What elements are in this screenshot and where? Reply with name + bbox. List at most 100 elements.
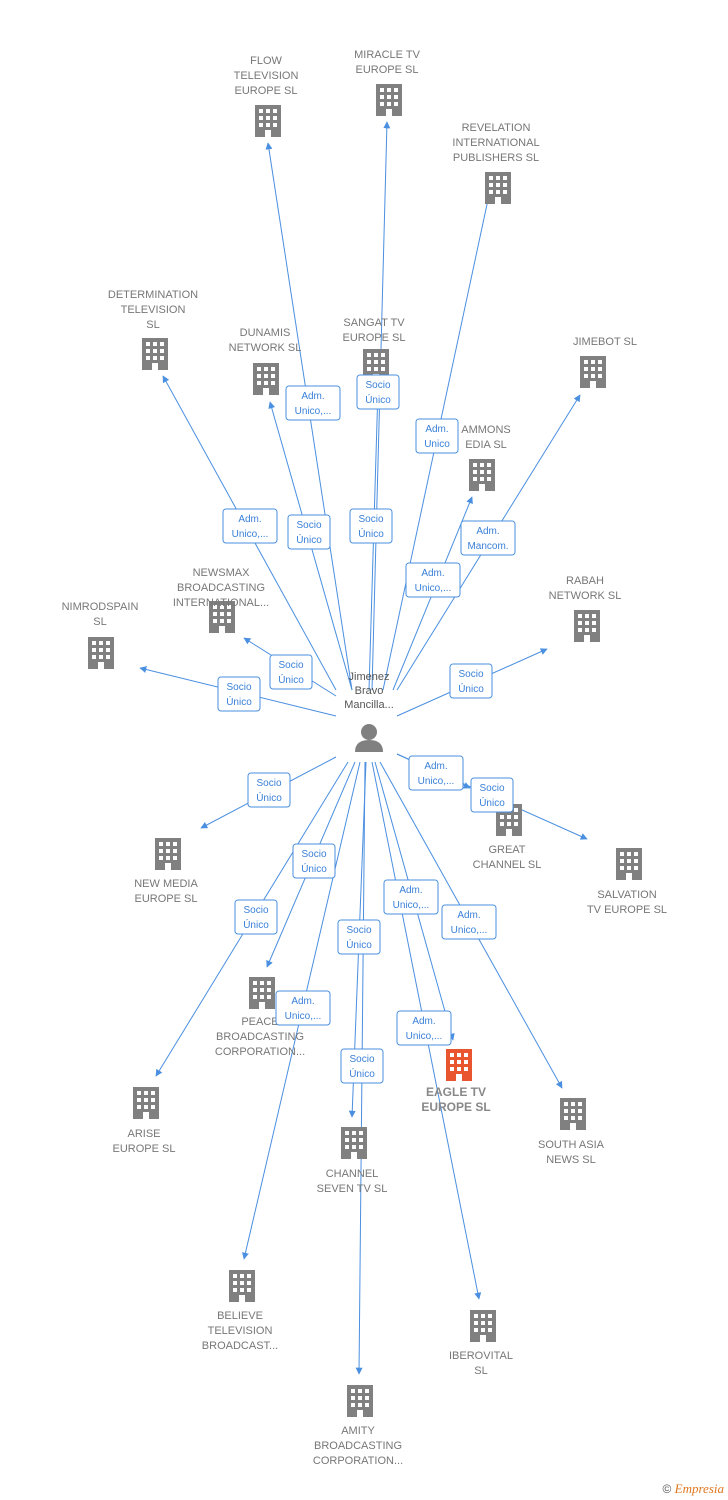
edge-label-text: Adm. [457, 910, 480, 921]
edge-label-text: Unico,... [393, 900, 430, 911]
edge-label-text: Socio [365, 380, 390, 391]
company-label-line: EUROPE SL [235, 85, 298, 97]
edge-label-determination[interactable]: Adm.Unico,... [222, 508, 278, 544]
company-node-arise[interactable]: ARISE EUROPE SL [113, 1087, 176, 1155]
company-label-line: EUROPE SL [421, 1100, 490, 1114]
edge-label-text: Único [278, 673, 304, 686]
building-icon [249, 977, 275, 1009]
company-label-line: ARISE [127, 1128, 160, 1140]
company-label-line: EUROPE SL [356, 64, 419, 76]
company-node-iberovital[interactable]: IBEROVITAL SL [449, 1310, 513, 1377]
company-label-line: NETWORK SL [229, 342, 302, 354]
company-label-line: INTERNATIONAL [452, 137, 539, 149]
company-node-newsmax[interactable]: NEWSMAXBROADCASTINGINTERNATIONAL... [173, 567, 269, 633]
company-label-line: IBEROVITAL [449, 1350, 513, 1362]
edge-label-revelation[interactable]: Adm. Unico [415, 418, 459, 454]
company-label-line: TELEVISION [234, 70, 299, 82]
edge-label-flow[interactable]: Adm.Unico,... [285, 385, 341, 421]
edge-label-jimebot[interactable]: Adm. Mancom. [460, 520, 516, 556]
center-person-node[interactable]: Jimenez Bravo Mancilla... [344, 671, 394, 752]
edge-label-text: Socio [479, 783, 504, 794]
edge-label-text: Único [296, 533, 322, 546]
building-icon [485, 172, 511, 204]
building-icon [142, 338, 168, 370]
edge-label-text: Adm. [425, 424, 448, 435]
edge-label-text: Adm. [476, 526, 499, 537]
company-label-line: TELEVISION [121, 304, 186, 316]
company-label-line: PUBLISHERS SL [453, 152, 539, 164]
person-icon [355, 724, 383, 752]
edge-label-southasia[interactable]: Adm.Unico,... [441, 904, 497, 940]
company-label-line: JIMEBOT SL [573, 336, 637, 348]
company-node-amity[interactable]: AMITYBROADCASTINGCORPORATION... [313, 1385, 403, 1467]
building-icon [155, 838, 181, 870]
company-label-line: SL [474, 1365, 487, 1377]
building-icon [470, 1310, 496, 1342]
company-label-line: SALVATION [597, 889, 656, 901]
company-label-line: EAGLE TV [426, 1085, 486, 1099]
company-label-line: EUROPE SL [343, 332, 406, 344]
building-icon [347, 1385, 373, 1417]
edge-label-text: Unico,... [415, 583, 452, 594]
edge-label-text: Socio [301, 849, 326, 860]
company-label-line: DUNAMIS [240, 327, 291, 339]
edge-label-eagle[interactable]: Adm.Unico,... [396, 1010, 452, 1046]
edge-label-text: Unico [424, 439, 450, 450]
edge-label-text: Adm. [412, 1016, 435, 1027]
edge-label-text: Único [479, 796, 505, 809]
company-node-believe[interactable]: BELIEVETELEVISIONBROADCAST... [202, 1270, 278, 1352]
company-label-line: NEWSMAX [193, 567, 251, 579]
edge-label-text: Adm. [301, 391, 324, 402]
company-label-line: EUROPE SL [113, 1143, 176, 1155]
company-label-line: SEVEN TV SL [317, 1183, 388, 1195]
company-label-line: SL [146, 319, 159, 331]
edge-label-text: Socio [256, 778, 281, 789]
company-label-line: FLOW [250, 55, 282, 67]
company-node-dunamis[interactable]: DUNAMIS NETWORK SL [229, 327, 302, 395]
company-label-line: AMITY [341, 1425, 375, 1437]
company-label-line: RABAH [566, 575, 604, 587]
company-label-line: EDIA SL [465, 439, 507, 451]
company-label-line: PEACE [241, 1016, 278, 1028]
edge-label-text: Único [458, 682, 484, 695]
edge-label-great[interactable]: Adm.Unico,... [408, 755, 464, 791]
company-node-peace[interactable]: PEACEBROADCASTINGCORPORATION... [215, 977, 305, 1058]
edge-label-text: Unico,... [418, 776, 455, 787]
edge-labels-layer: Adm.Unico,...SocioÚnicoAdm.UnicoAdm.Unic… [217, 374, 516, 1084]
edge-label-ammons[interactable]: Adm.Unico,... [405, 562, 461, 598]
edge-label-text: Socio [349, 1054, 374, 1065]
edge-label-text: Mancom. [467, 541, 508, 552]
company-label-line: CHANNEL SL [473, 859, 542, 871]
building-icon [616, 848, 642, 880]
edge-label-believe[interactable]: Adm.Unico,... [275, 990, 331, 1026]
edge-label-iberovital[interactable]: Adm.Unico,... [383, 879, 439, 915]
company-label-line: CORPORATION... [215, 1046, 305, 1058]
company-node-jimebot[interactable]: JIMEBOT SL [573, 336, 637, 388]
company-node-flow[interactable]: FLOW TELEVISION EUROPE SL [234, 55, 299, 137]
